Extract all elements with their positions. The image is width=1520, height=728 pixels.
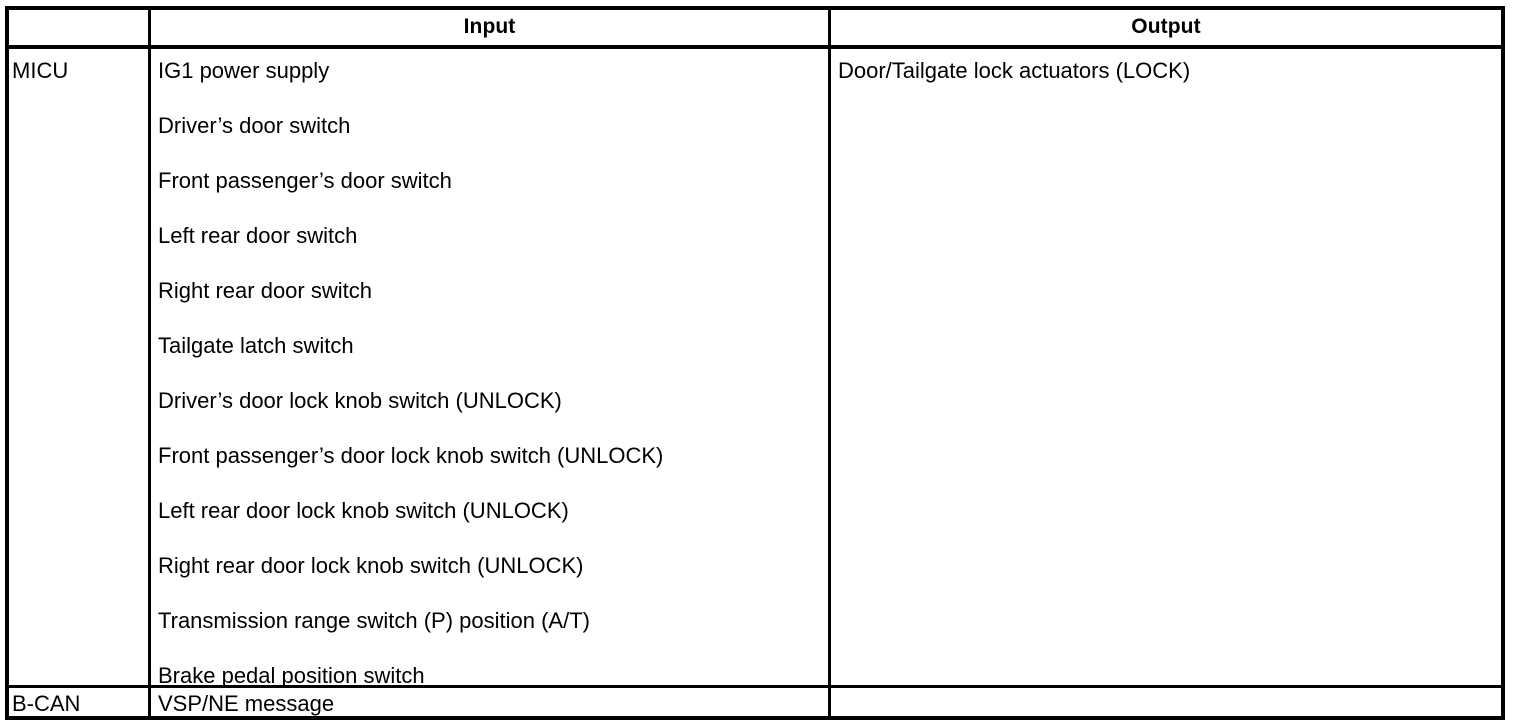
header-divider bbox=[9, 45, 1501, 49]
header-cell-output: Output bbox=[1131, 15, 1201, 38]
list-item: Front passenger’s door lock knob switch … bbox=[158, 443, 664, 468]
io-table: Input Output MICU IG1 power supply Drive… bbox=[5, 6, 1505, 720]
column-divider-system-input-header bbox=[148, 10, 151, 45]
list-item: VSP/NE message bbox=[158, 691, 335, 716]
table-row: B-CAN VSP/NE message bbox=[9, 688, 1501, 720]
list-item: Right rear door switch bbox=[158, 278, 372, 303]
list-item: Front passenger’s door switch bbox=[158, 168, 452, 193]
list-item: Driver’s door lock knob switch (UNLOCK) bbox=[158, 388, 562, 413]
list-item: Door/Tailgate lock actuators (LOCK) bbox=[838, 58, 1191, 83]
table-row: MICU IG1 power supply Driver’s door swit… bbox=[9, 49, 1501, 688]
cell-output-micu: Door/Tailgate lock actuators (LOCK) bbox=[831, 49, 1501, 685]
list-item: Right rear door lock knob switch (UNLOCK… bbox=[158, 553, 584, 578]
cell-system-bcan: B-CAN bbox=[9, 688, 148, 720]
list-item: Left rear door switch bbox=[158, 223, 358, 248]
cell-input-micu: IG1 power supply Driver’s door switch Fr… bbox=[151, 49, 828, 688]
cell-output-bcan bbox=[831, 688, 1501, 720]
column-divider-input-output-header bbox=[828, 10, 831, 45]
row-divider-micu-bcan bbox=[9, 685, 1501, 688]
list-item: IG1 power supply bbox=[158, 58, 330, 83]
list-item: Brake pedal position switch bbox=[158, 663, 425, 688]
list-item: Left rear door lock knob switch (UNLOCK) bbox=[158, 498, 569, 523]
header-cell-system bbox=[9, 10, 148, 45]
system-label: B-CAN bbox=[12, 691, 81, 716]
list-item: Tailgate latch switch bbox=[158, 333, 354, 358]
list-item: Transmission range switch (P) position (… bbox=[158, 608, 590, 633]
column-divider-input-output bbox=[828, 45, 831, 720]
cell-input-bcan: VSP/NE message bbox=[151, 688, 828, 720]
table-header-row: Input Output bbox=[9, 10, 1501, 45]
list-item: Driver’s door switch bbox=[158, 113, 351, 138]
cell-system-micu: MICU bbox=[9, 49, 148, 685]
header-cell-input: Input bbox=[463, 15, 516, 38]
column-divider-system-input bbox=[148, 45, 151, 720]
system-label: MICU bbox=[12, 58, 69, 83]
